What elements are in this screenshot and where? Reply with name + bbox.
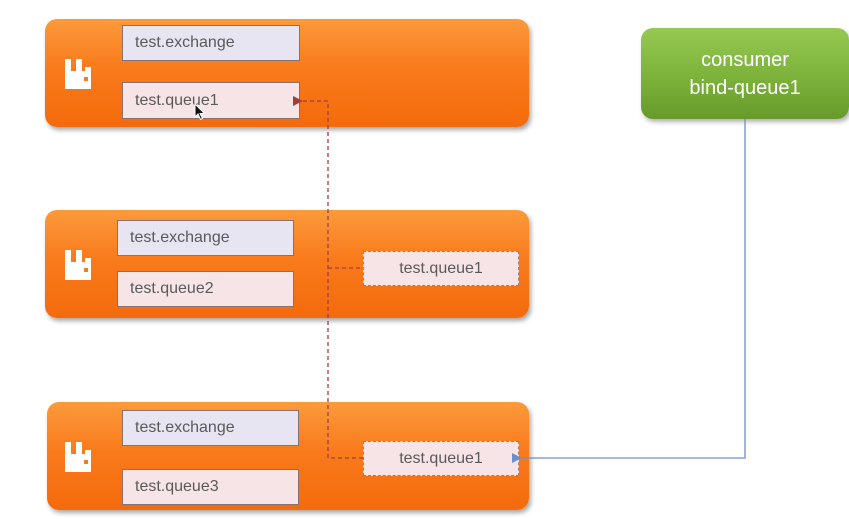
node-3-queue-box[interactable]: test.queue3: [122, 469, 299, 505]
mirror-sync-link: [293, 96, 363, 459]
node-3-mirror-queue-box[interactable]: test.queue1: [363, 441, 519, 476]
node-3-exchange-box[interactable]: test.exchange: [122, 410, 299, 446]
node-2-exchange-box[interactable]: test.exchange: [117, 220, 294, 256]
node-2-mirror-queue-box[interactable]: test.queue1: [363, 251, 519, 286]
node-2-queue-box[interactable]: test.queue2: [117, 271, 294, 307]
consumer-connection-link: [512, 119, 746, 463]
rabbitmq-logo-icon: [65, 59, 91, 89]
consumer-label: consumer: [701, 48, 789, 71]
rabbitmq-logo-icon: [65, 442, 91, 472]
node-1-exchange-box[interactable]: test.exchange: [122, 25, 300, 61]
consumer-box[interactable]: consumer bind-queue1: [641, 28, 849, 119]
consumer-bound-queue-label: bind-queue1: [689, 76, 801, 99]
mouse-cursor-icon: [194, 103, 206, 121]
rabbitmq-logo-icon: [65, 250, 91, 280]
